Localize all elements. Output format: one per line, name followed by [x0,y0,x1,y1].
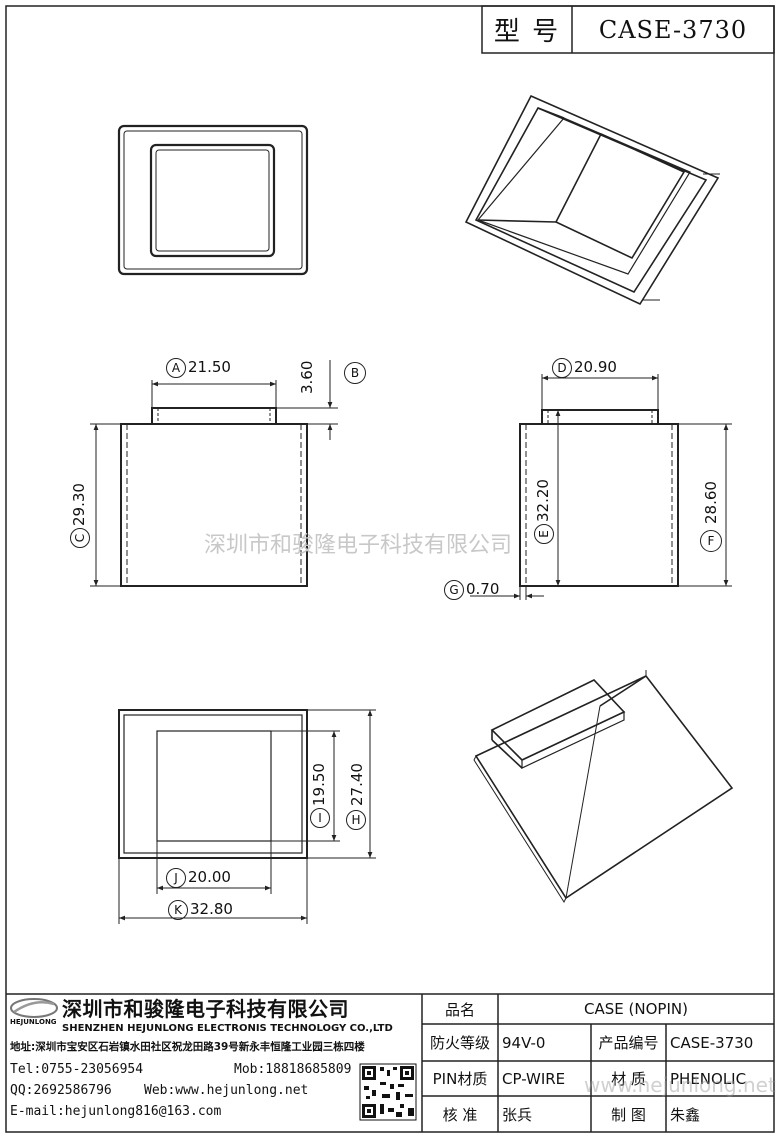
model-label: 型 号 [493,17,561,47]
header-box [481,5,775,54]
company-watermark: 深圳市和骏隆电子科技有限公司 [204,533,513,558]
dim-e-letter: E [534,524,554,544]
dim-g-value: 0.70 [466,580,500,598]
top-view-case [117,124,309,276]
qr-code-icon [359,1063,417,1121]
dim-h-letter: H [346,810,366,830]
company-name-en: SHENZHEN HEJUNLONG ELECTRONIS TECHNOLOGY… [62,1023,393,1034]
company-mob: Mob:18818685809 [234,1062,352,1077]
dim-k-value: 32.80 [190,900,233,918]
dim-d-value: 20.90 [574,358,617,376]
dim-a-letter: A [166,358,186,378]
company-email: E-mail:hejunlong816@163.com [10,1104,222,1119]
spec-code-label: 产品编号 [598,1034,659,1052]
dim-j-value: 20.00 [188,868,231,886]
dim-f-value: 28.60 [702,481,720,524]
spec-code-value: CASE-3730 [670,1033,754,1052]
dim-f-letter: F [700,530,722,552]
dim-g-letter: G [444,580,464,600]
model-value: CASE-3730 [598,15,748,44]
dim-c-letter: C [70,528,90,548]
spec-draw-label: 制 图 [611,1105,646,1124]
spec-fire-value: 94V-0 [502,1033,546,1052]
dim-b-value: 3.60 [298,360,316,394]
spec-pin-value: CP-WIRE [502,1069,566,1088]
spec-name-value: CASE (NOPIN) [584,1000,688,1018]
bottom-view [118,709,308,859]
dim-i-value: 19.50 [310,763,328,806]
side-elevation [519,409,679,587]
company-logo-icon [10,998,58,1018]
bottom-view-dims [118,709,376,924]
front-elevation [120,407,308,587]
company-name-cn: 深圳市和骏隆电子科技有限公司 [62,997,349,1021]
dim-j-letter: J [166,868,186,888]
company-web: Web:www.hejunlong.net [144,1083,309,1098]
spec-check-label: 核 准 [442,1105,478,1124]
company-tel: Tel:0755-23056954 [10,1062,144,1077]
sheet-border [5,5,775,1133]
dim-h-value: 27.40 [348,763,366,806]
dim-b-letter: B [344,362,366,384]
spec-fire-label: 防火等级 [429,1034,490,1052]
front-elevation-dims [90,360,338,587]
dim-e-value: 32.20 [534,479,552,522]
spec-pin-label: PIN材质 [432,1070,488,1088]
side-elevation-dims [470,374,732,600]
company-address: 地址:深圳市宝安区石岩镇水田社区祝龙田路39号新永丰恒隆工业园三栋四楼 [10,1041,365,1053]
web-watermark: www.hejunlong.net [584,1073,776,1097]
dim-i-letter: I [310,808,330,828]
logo-text: HEJUNLONG [10,1018,57,1026]
isometric-closed-case [473,670,734,904]
company-qq: QQ:2692586796 [10,1083,112,1098]
spec-material-label: 材 质 [611,1070,646,1088]
dim-a-value: 21.50 [188,358,231,376]
spec-material-value: PHENOLIC [670,1069,747,1088]
dim-e-value-group: E 32.20 [534,479,554,544]
spec-draw-value: 朱鑫 [670,1105,701,1124]
spec-check-value: 张兵 [502,1105,533,1124]
title-block-grid [6,993,774,1132]
spec-name-label: 品名 [444,1000,475,1019]
isometric-open-case [464,94,720,306]
dim-d-letter: D [552,358,572,378]
dim-c-value-group: C 29.30 [70,483,90,548]
dim-k-letter: K [168,900,188,920]
dim-c-value: 29.30 [70,483,88,526]
